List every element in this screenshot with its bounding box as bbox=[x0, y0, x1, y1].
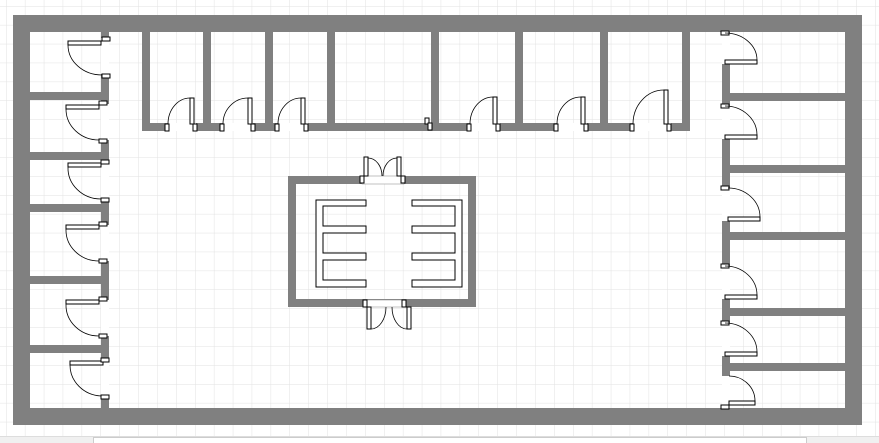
wall-left-corridor[interactable] bbox=[101, 31, 109, 409]
wall-partition[interactable] bbox=[203, 31, 211, 124]
wall-bottom[interactable] bbox=[13, 408, 862, 425]
wall-central-right[interactable] bbox=[468, 176, 476, 307]
door[interactable] bbox=[274, 97, 309, 132]
door[interactable] bbox=[65, 100, 109, 144]
door[interactable] bbox=[424, 117, 433, 131]
door[interactable] bbox=[720, 320, 758, 357]
right-doors[interactable] bbox=[720, 30, 761, 410]
double-door-bottom[interactable] bbox=[362, 299, 412, 330]
door[interactable] bbox=[466, 96, 501, 132]
door[interactable] bbox=[65, 296, 109, 339]
wall-partition[interactable] bbox=[30, 345, 102, 353]
wall-partition[interactable] bbox=[327, 31, 335, 124]
wall-partition[interactable] bbox=[30, 152, 102, 160]
wall-partition[interactable] bbox=[682, 31, 690, 131]
door[interactable] bbox=[720, 185, 761, 222]
left-doors[interactable] bbox=[65, 36, 111, 400]
door[interactable] bbox=[67, 36, 111, 79]
door[interactable] bbox=[65, 221, 109, 264]
door[interactable] bbox=[553, 96, 589, 132]
wall-partition[interactable] bbox=[30, 92, 102, 100]
double-door-top[interactable] bbox=[359, 156, 406, 185]
wall-partition[interactable] bbox=[431, 31, 439, 124]
wall-partition[interactable] bbox=[729, 363, 846, 371]
door[interactable] bbox=[720, 263, 758, 300]
shelf-unit-left bbox=[315, 199, 367, 288]
wall-right[interactable] bbox=[845, 15, 862, 425]
wall-partition[interactable] bbox=[729, 93, 846, 101]
top-rooms[interactable] bbox=[142, 31, 690, 131]
wall-central-left[interactable] bbox=[288, 176, 296, 307]
door[interactable] bbox=[219, 97, 256, 132]
wall-top-rooms-front[interactable] bbox=[142, 123, 690, 131]
wall-partition[interactable] bbox=[729, 165, 846, 173]
wall-partition[interactable] bbox=[30, 204, 102, 212]
wall-partition[interactable] bbox=[600, 31, 608, 124]
wall-partition[interactable] bbox=[30, 276, 102, 284]
wall-partition[interactable] bbox=[265, 31, 273, 124]
shelf-unit-right bbox=[411, 199, 463, 288]
wall-top[interactable] bbox=[13, 15, 862, 32]
wall-partition[interactable] bbox=[142, 31, 150, 131]
wall-left[interactable] bbox=[13, 15, 30, 425]
wall-partition[interactable] bbox=[515, 31, 523, 124]
left-rooms[interactable] bbox=[30, 31, 109, 409]
wall-partition[interactable] bbox=[729, 308, 846, 316]
door[interactable] bbox=[164, 97, 198, 132]
wall-partition[interactable] bbox=[729, 232, 846, 240]
door[interactable] bbox=[720, 30, 758, 65]
door[interactable] bbox=[629, 89, 672, 132]
outer-walls[interactable] bbox=[13, 15, 862, 425]
door[interactable] bbox=[67, 159, 110, 203]
horizontal-scrollbar[interactable] bbox=[93, 437, 807, 443]
door[interactable] bbox=[720, 103, 758, 140]
central-room[interactable] bbox=[288, 156, 476, 330]
top-doors[interactable] bbox=[164, 89, 672, 132]
door[interactable] bbox=[69, 357, 110, 400]
door[interactable] bbox=[720, 375, 756, 410]
